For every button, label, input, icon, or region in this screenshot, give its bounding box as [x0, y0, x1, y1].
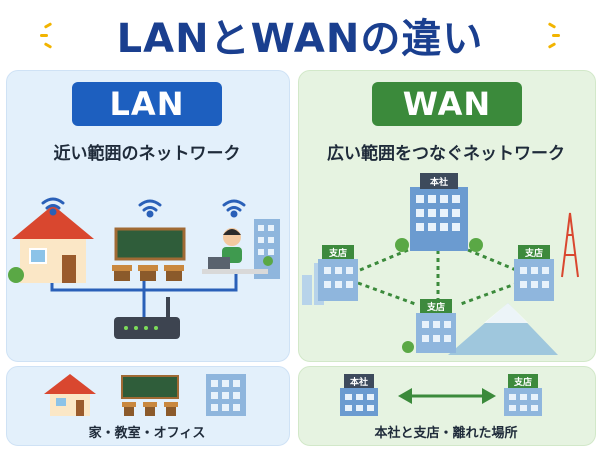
branch-building-icon: 支店: [514, 245, 554, 301]
hq-label: 本社: [430, 176, 448, 188]
wan-network-diagram: 本社 支店 支店 支店: [302, 173, 579, 355]
page-title: LANとWANの違い: [116, 16, 484, 62]
mountain-icon: [448, 303, 558, 355]
lan-summary-icons: [44, 374, 246, 416]
branch-building-icon: 支店: [402, 299, 456, 353]
wan-subtitle: 広い範囲をつなぐネットワーク: [327, 144, 565, 164]
hq-label: 本社: [350, 376, 368, 388]
headquarters-building-icon: 本社: [340, 374, 378, 416]
mountain-icon: [484, 303, 528, 323]
wifi-icon: [41, 197, 65, 216]
tokyo-tower-icon: [561, 212, 579, 278]
branch-label: 支店: [513, 376, 532, 388]
house-icon: [8, 205, 94, 283]
office-icon: [202, 219, 280, 279]
title-sparkle-left: [40, 34, 48, 37]
classroom-icon: [121, 375, 179, 416]
city-skyline: [302, 275, 312, 305]
classroom-icon: [112, 227, 186, 281]
branch-label: 支店: [426, 301, 445, 313]
wifi-icon: [138, 199, 162, 218]
branch-building-icon: 支店: [504, 374, 542, 416]
house-icon: [44, 374, 96, 416]
lan-network-diagram: [8, 197, 280, 339]
wan-caption: 本社と支店・離れた場所: [374, 426, 518, 441]
title-sparkle-right: [552, 34, 560, 37]
wifi-icon: [222, 199, 246, 218]
wan-summary-icons: 本社 支店: [340, 374, 542, 416]
branch-label: 支店: [524, 247, 543, 259]
wan-badge: WAN: [372, 82, 522, 126]
lan-caption: 家・教室・オフィス: [88, 426, 206, 441]
bidirectional-arrow-icon: [398, 388, 496, 404]
router-icon: [114, 297, 180, 339]
wan-connection-lines: [347, 248, 529, 307]
branch-building-icon: 支店: [318, 245, 358, 301]
lan-badge: LAN: [72, 82, 222, 126]
lan-subtitle: 近い範囲のネットワーク: [53, 144, 241, 164]
office-building-icon: [206, 374, 246, 416]
branch-label: 支店: [328, 247, 347, 259]
headquarters-building-icon: 本社: [395, 173, 483, 252]
